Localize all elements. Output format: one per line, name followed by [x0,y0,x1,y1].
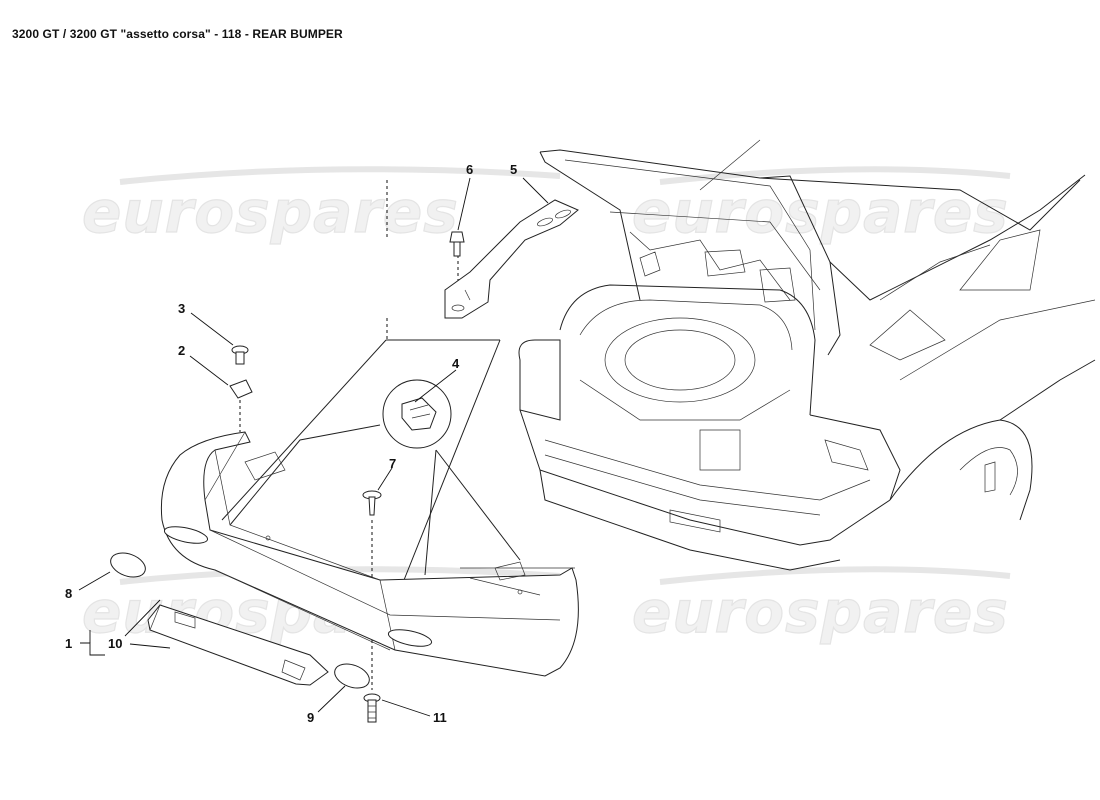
callout-2: 2 [178,343,185,358]
page-title: 3200 GT / 3200 GT "assetto corsa" - 118 … [12,27,343,41]
watermark-text-4: eurospares [632,578,1009,646]
callout-1: 1 [65,636,72,651]
watermark-swoosh [119,166,561,185]
bumper-reinforcement-bar [147,604,329,686]
callout-5: 5 [510,162,517,177]
callout-6: 6 [466,162,473,177]
nut-plate [229,379,253,399]
callout-8: 8 [65,586,72,601]
right-reflector [334,663,370,689]
push-fastener [362,490,382,516]
callout-7: 7 [389,456,396,471]
watermark-swoosh [659,166,1011,185]
leader-lines [78,177,549,717]
watermark-swoosh [659,566,1011,585]
watermark-text-2: eurospares [632,178,1009,246]
clip-detail [382,379,452,449]
reflector-screw [363,693,381,723]
bumper-mounting-bracket [444,199,579,319]
car-rear-body [518,139,1096,571]
bumper-screw [231,345,249,365]
watermark-text-1: eurospares [82,178,459,246]
callout-9: 9 [307,710,314,725]
callout-10: 10 [108,636,122,651]
watermark-group: eurospares eurospares eurospares eurospa… [81,166,1011,647]
left-reflector [110,552,146,578]
callout-3: 3 [178,301,185,316]
bracket-bolt [449,231,465,257]
callout-11: 11 [433,710,447,725]
callout-4: 4 [452,356,460,371]
rear-bumper [160,431,579,677]
